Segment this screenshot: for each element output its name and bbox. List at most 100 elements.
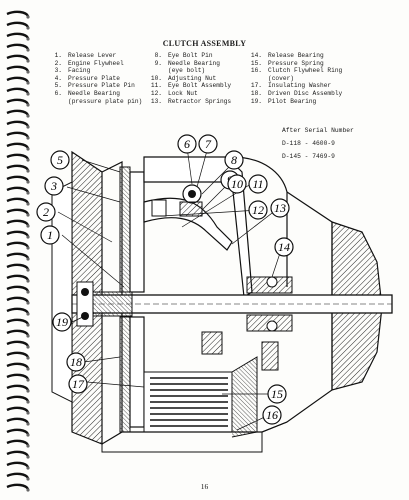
binding-hole — [26, 59, 30, 63]
binding-hole — [26, 125, 30, 129]
binding-coil — [6, 285, 30, 292]
legend-item: (cover) — [248, 75, 342, 83]
binding-hole — [26, 301, 30, 305]
binding-coil — [6, 406, 30, 413]
binding-hole — [26, 246, 30, 250]
binding-hole — [26, 235, 30, 239]
legend-item-label: Pressure Spring — [268, 59, 324, 67]
binding-coil — [6, 208, 30, 215]
callout-label: 3 — [50, 179, 57, 193]
binding-hole — [26, 169, 30, 173]
legend-item-number: 19. — [250, 97, 262, 105]
callout-label: 8 — [231, 153, 237, 167]
legend-item-label: (cover) — [268, 74, 294, 82]
clutch-facing — [119, 166, 131, 293]
callout-label: 7 — [205, 137, 212, 151]
binding-coil — [6, 186, 30, 193]
binding-hole — [26, 455, 30, 459]
binding-coil — [6, 98, 30, 105]
legend-item: 5.Pressure Plate Pin — [48, 82, 142, 90]
binding-hole — [26, 202, 30, 206]
binding-hole — [26, 334, 30, 338]
binding-coil — [6, 384, 30, 391]
legend-item-label: Retractor Springs — [168, 97, 232, 105]
binding-hole — [26, 147, 30, 151]
callout-group: 1235678910111213141516171819 — [36, 134, 294, 425]
callout-12: 12 — [248, 200, 268, 220]
pressure-spring-coils — [143, 371, 233, 433]
callout-label: 2 — [43, 205, 49, 219]
clutch-cross-section-diagram: 1235678910111213141516171819 — [36, 134, 393, 453]
binding-coil — [6, 329, 30, 336]
binding-coil — [6, 241, 30, 248]
callout-label: 1 — [47, 228, 53, 242]
binding-hole — [26, 158, 30, 162]
binding-hole — [26, 103, 30, 107]
legend-item-number: 17. — [250, 82, 262, 90]
legend-item-number: 14. — [250, 52, 262, 59]
binding-hole — [26, 356, 30, 360]
legend-item-label: Engine Flywheel — [68, 59, 124, 67]
callout-label: 10 — [231, 177, 243, 191]
callout-14: 14 — [274, 237, 294, 257]
binding-coil — [6, 32, 30, 39]
binding-hole — [26, 488, 30, 492]
legend-item-number: 12. — [150, 89, 162, 97]
legend-item: (pressure plate pin) — [48, 98, 142, 106]
callout-6: 6 — [177, 134, 197, 154]
binding-coil — [6, 439, 30, 446]
binding-hole — [26, 290, 30, 294]
binding-coil — [6, 483, 30, 490]
pilot-bearing-body — [76, 281, 94, 327]
callout-17: 17 — [68, 374, 88, 394]
legend-item-label: Eye Bolt Pin — [168, 52, 213, 59]
legend-item-number: 2. — [54, 59, 62, 67]
binding-hole — [26, 26, 30, 30]
pressure-plate — [129, 171, 145, 293]
serial-heading: After Serial Number — [282, 127, 354, 134]
legend-item: 12.Lock Nut — [148, 90, 231, 98]
legend-item: 11.Eye Bolt Assembly — [148, 82, 231, 90]
binding-hole — [26, 279, 30, 283]
binding-coil — [6, 153, 30, 160]
binding-coil — [6, 120, 30, 127]
binding-hole — [26, 224, 30, 228]
legend-item: 6.Needle Bearing — [48, 90, 142, 98]
legend-item: 14. Release Bearing — [248, 52, 342, 60]
binding-coil — [6, 340, 30, 347]
binding-coil — [6, 450, 30, 457]
legend-item-number: 15. — [250, 59, 262, 67]
callout-label: 17 — [72, 377, 85, 391]
legend-item-label: Release Lever — [68, 52, 117, 59]
legend-item-label: Pressure Plate — [68, 74, 120, 82]
legend-item-label: Pilot Bearing — [268, 97, 317, 105]
legend-item: 15. Pressure Spring — [248, 60, 342, 68]
callout-5: 5 — [50, 150, 70, 170]
legend-item-number: 6. — [54, 89, 62, 97]
binding-hole — [26, 37, 30, 41]
binding-coil — [6, 43, 30, 50]
callout-10: 10 — [227, 174, 247, 194]
binding-hole — [26, 389, 30, 393]
binding-coil — [6, 307, 30, 314]
binding-coil — [6, 10, 30, 17]
binding-coil — [6, 263, 30, 270]
callout-label: 19 — [56, 315, 68, 329]
legend-item-label: Facing — [68, 67, 91, 75]
binding-hole — [26, 323, 30, 327]
binding-coil — [6, 362, 30, 369]
legend-item-number: 10. — [150, 74, 162, 82]
legend-item: 17.Insulating Washer — [248, 82, 342, 90]
binding-coil — [6, 54, 30, 61]
binding-hole — [26, 444, 30, 448]
legend-item-label: Release Bearing — [268, 52, 324, 59]
legend-item-label: Adjusting Nut — [168, 74, 217, 82]
legend-item-label: Needle Bearing — [168, 59, 220, 67]
binding-hole — [26, 180, 30, 184]
callout-label: 14 — [278, 240, 290, 254]
callout-19: 19 — [52, 312, 72, 332]
binding-hole — [26, 400, 30, 404]
legend-item-number: 18. — [250, 89, 262, 97]
